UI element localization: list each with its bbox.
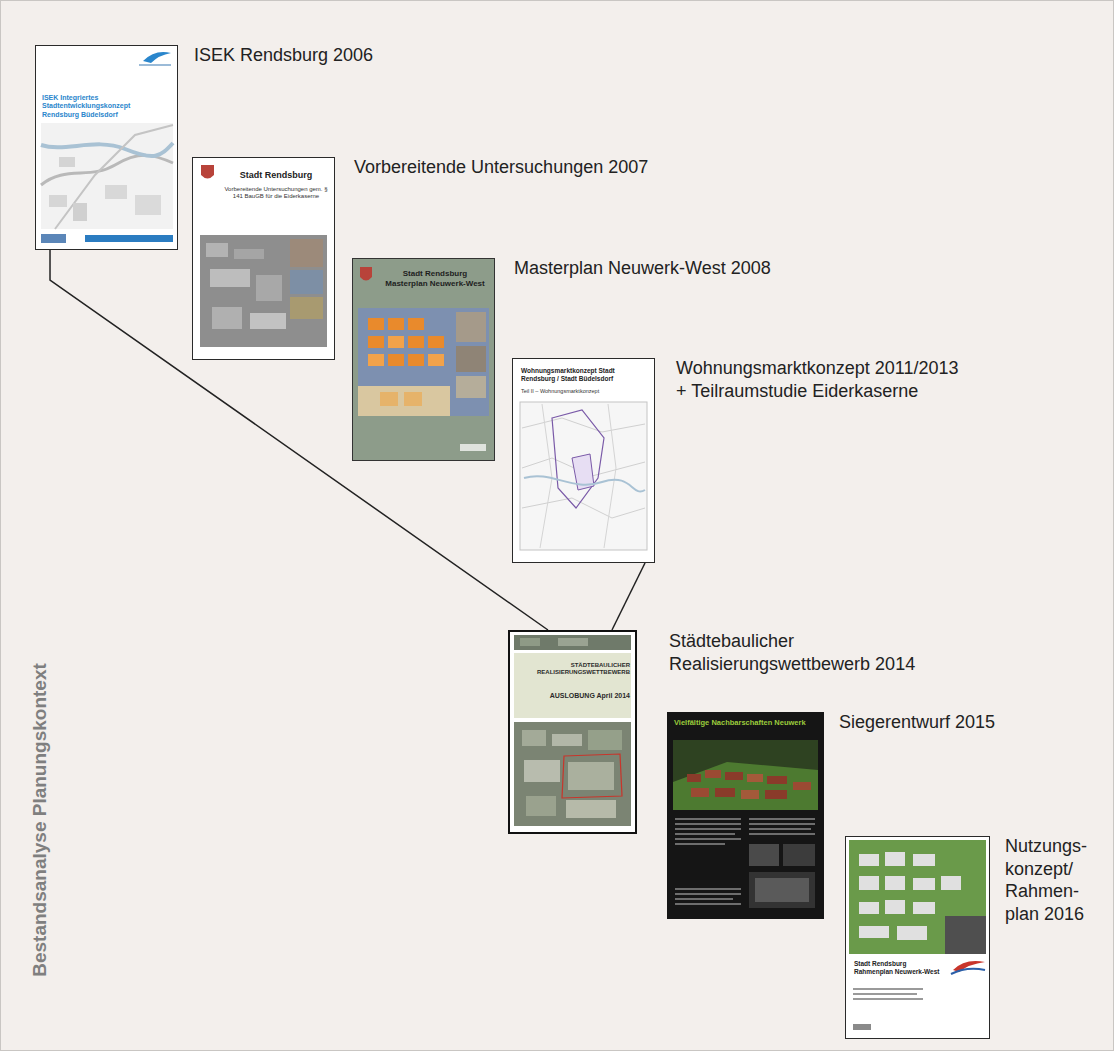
cover-title: Teil II – Wohnungsmarktkonzept [521,388,648,395]
caption-block: Siegerentwurf 2015 [839,711,1069,734]
funnel-line [612,563,645,630]
document-thumbnail: Siegerentwurf 2015Vielfältige Nachbarsch… [667,712,824,919]
caption-block: Nutzungs- konzept/ Rahmen- plan 2016 [1005,835,1105,925]
cover-title: STÄDTEBAULICHER REALISIERUNGSWETTBEWERB [518,662,630,676]
caption-block: ISEK Rendsburg 2006 [194,44,494,67]
caption-block: Masterplan Neuwerk-West 2008 [514,257,834,280]
caption-block: Vorbereitende Untersuchungen 2007 [354,156,714,179]
document-caption: Vorbereitende Untersuchungen 2007 [354,156,714,179]
masterplan-cover [352,258,495,461]
siegerentwurf-poster [667,712,824,919]
cover-title: Vielfältige Nachbarschaften Neuwerk [674,718,819,727]
document-thumbnail: Städtebaulicher Realisierungswettbewerb … [508,630,637,834]
funnel-line [50,250,548,630]
cover-title: AUSLOBUNG April 2014 [518,692,630,700]
document-caption: Städtebaulicher Realisierungswettbewerb … [669,630,969,675]
document-caption: + Teilraumstudie Eiderkaserne [676,380,1056,403]
isek-cover [35,45,178,250]
cover-title: Vorbereitende Untersuchungen gem. § 141 … [223,186,329,200]
cover-title: Stadt Rendsburg Masterplan Neuwerk-West [381,269,489,288]
rahmenplan-cover [845,836,990,1039]
wohnungsmarkt-cover [512,358,655,563]
cover-title: Stadt Rendsburg Rahmenplan Neuwerk-West [854,960,946,976]
vu-cover [192,157,335,360]
cover-title: Wohnungsmarktkonzept Stadt Rendsburg / S… [521,367,648,383]
cover-title: Stadt Rendsburg [223,170,329,181]
document-caption: Nutzungs- konzept/ Rahmen- plan 2016 [1005,835,1105,925]
section-label: Bestandsanalyse Planungskontext [29,663,51,977]
document-thumbnail: ISEK Rendsburg 2006ISEK Integriertes Sta… [35,45,178,250]
document-caption: Masterplan Neuwerk-West 2008 [514,257,834,280]
document-thumbnail: Vorbereitende Untersuchungen 2007Stadt R… [192,157,335,360]
document-thumbnail: Nutzungs- konzept/ Rahmen- plan 2016Stad… [845,836,990,1039]
document-thumbnail: Wohnungsmarktkonzept 2011/2013+ Teilraum… [512,358,655,563]
caption-block: Wohnungsmarktkonzept 2011/2013+ Teilraum… [676,357,1056,402]
cover-title: ISEK Integriertes Stadtentwicklungskonze… [42,94,167,119]
caption-block: Städtebaulicher Realisierungswettbewerb … [669,630,969,675]
document-thumbnail: Masterplan Neuwerk-West 2008Stadt Rendsb… [352,258,495,461]
document-caption: Wohnungsmarktkonzept 2011/2013 [676,357,1056,380]
document-caption: Siegerentwurf 2015 [839,711,1069,734]
wettbewerb-cover [508,630,637,834]
document-caption: ISEK Rendsburg 2006 [194,44,494,67]
